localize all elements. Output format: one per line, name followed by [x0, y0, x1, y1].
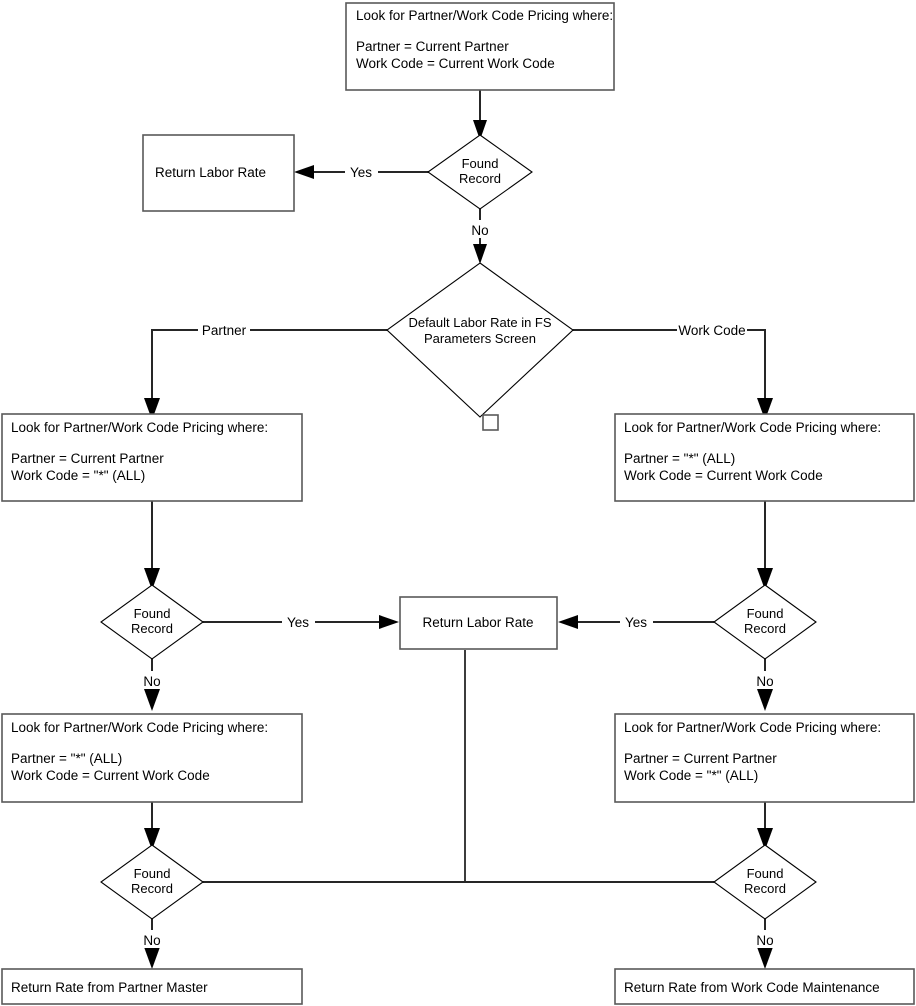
edge-right-upper-to-found [757, 501, 773, 590]
right-lookup-lower-line4: Work Code = "*" (ALL) [624, 768, 758, 783]
edge-right-lower-to-found [757, 802, 773, 850]
label-top-no: No [471, 223, 488, 238]
edge-label-left-mid-no: No [140, 671, 166, 689]
node-found-record-right-mid[interactable]: Found Record [713, 584, 817, 660]
node-found-record-right-bottom[interactable]: Found Record [713, 844, 817, 920]
left-lookup-lower-line4: Work Code = Current Work Code [11, 768, 210, 783]
right-lookup-lower-line3: Partner = Current Partner [624, 751, 777, 766]
label-top-yes: Yes [350, 165, 372, 180]
return-rate-partner-master-label: Return Rate from Partner Master [11, 980, 208, 995]
found-record-left-bottom-line2: Record [131, 881, 173, 896]
found-record-right-bottom-line2: Record [744, 881, 786, 896]
edge-label-top-yes: Yes [345, 162, 378, 180]
label-branch-work-code: Work Code [678, 323, 745, 338]
edge-label-right-mid-no: No [753, 671, 779, 689]
node-return-rate-partner-master[interactable]: Return Rate from Partner Master [1, 968, 303, 1005]
left-lookup-upper-line3: Partner = Current Partner [11, 451, 164, 466]
node-default-labor-rate[interactable]: Default Labor Rate in FS Parameters Scre… [386, 262, 574, 418]
label-right-bottom-no: No [756, 933, 773, 948]
left-lookup-upper-line1: Look for Partner/Work Code Pricing where… [11, 420, 268, 435]
found-record-right-bottom-line1: Found [747, 866, 784, 881]
node-return-labor-rate-mid[interactable]: Return Labor Rate [399, 596, 558, 650]
found-record-left-bottom-line1: Found [134, 866, 171, 881]
right-lookup-upper-line4: Work Code = Current Work Code [624, 468, 823, 483]
node-right-lookup-lower[interactable]: Look for Partner/Work Code Pricing where… [614, 713, 915, 803]
left-lookup-lower-line3: Partner = "*" (ALL) [11, 751, 122, 766]
edge-label-branch-partner: Partner [198, 320, 250, 338]
node-found-record-left-mid[interactable]: Found Record [100, 584, 204, 660]
label-left-bottom-no: No [143, 933, 160, 948]
label-branch-partner: Partner [202, 323, 247, 338]
edge-label-left-mid-yes: Yes [282, 612, 315, 630]
edge-branch-partner [144, 329, 387, 420]
label-left-mid-no: No [143, 674, 160, 689]
node-connector-square[interactable] [482, 414, 499, 431]
node-right-lookup-upper[interactable]: Look for Partner/Work Code Pricing where… [614, 413, 915, 502]
node-found-record-top[interactable]: Found Record [427, 134, 533, 210]
right-lookup-lower-line1: Look for Partner/Work Code Pricing where… [624, 720, 881, 735]
found-record-right-mid-line1: Found [747, 606, 784, 621]
edge-left-lower-to-found [144, 802, 160, 850]
return-labor-rate-top-label: Return Labor Rate [155, 165, 266, 180]
right-lookup-upper-line3: Partner = "*" (ALL) [624, 451, 735, 466]
start-lookup-line4: Work Code = Current Work Code [356, 56, 555, 71]
start-lookup-line3: Partner = Current Partner [356, 39, 509, 54]
label-right-mid-no: No [756, 674, 773, 689]
edge-branch-work-code [573, 329, 773, 420]
node-return-labor-rate-top[interactable]: Return Labor Rate [142, 134, 295, 212]
found-record-top-line2: Record [459, 171, 501, 186]
edge-start-to-found-top [473, 90, 487, 140]
start-lookup-line1: Look for Partner/Work Code Pricing where… [356, 8, 613, 23]
found-record-left-mid-line2: Record [131, 621, 173, 636]
found-record-top-line1: Found [462, 156, 499, 171]
edge-label-left-bottom-no: No [140, 930, 166, 948]
node-left-lookup-upper[interactable]: Look for Partner/Work Code Pricing where… [1, 413, 303, 502]
label-right-mid-yes: Yes [625, 615, 647, 630]
node-start-lookup[interactable]: Look for Partner/Work Code Pricing where… [345, 2, 615, 91]
label-left-mid-yes: Yes [287, 615, 309, 630]
edge-left-upper-to-found [144, 501, 160, 590]
edge-label-right-bottom-no: No [753, 930, 779, 948]
node-left-lookup-lower[interactable]: Look for Partner/Work Code Pricing where… [1, 713, 303, 803]
return-rate-work-code-label: Return Rate from Work Code Maintenance [624, 980, 880, 995]
found-record-left-mid-line1: Found [134, 606, 171, 621]
node-return-rate-work-code[interactable]: Return Rate from Work Code Maintenance [614, 968, 915, 1005]
default-labor-rate-line2: Parameters Screen [424, 331, 536, 346]
edge-label-right-mid-yes: Yes [620, 612, 653, 630]
default-labor-rate-line1: Default Labor Rate in FS [408, 315, 551, 330]
edge-label-top-no: No [468, 220, 494, 238]
return-labor-rate-mid-label: Return Labor Rate [422, 615, 533, 630]
left-lookup-lower-line1: Look for Partner/Work Code Pricing where… [11, 720, 268, 735]
node-found-record-left-bottom[interactable]: Found Record [100, 844, 204, 920]
right-lookup-upper-line1: Look for Partner/Work Code Pricing where… [624, 420, 881, 435]
edge-label-branch-work-code: Work Code [677, 320, 747, 338]
found-record-right-mid-line2: Record [744, 621, 786, 636]
left-lookup-upper-line4: Work Code = "*" (ALL) [11, 468, 145, 483]
